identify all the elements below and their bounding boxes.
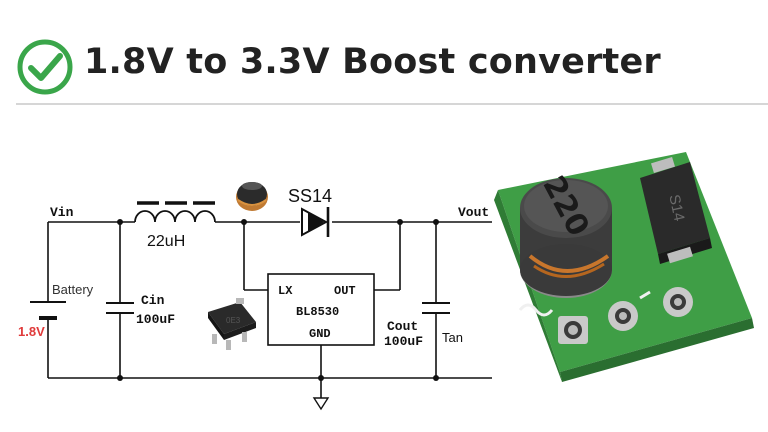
smd-diode: S14 — [640, 157, 712, 264]
diode-marking: S14 — [665, 193, 687, 223]
svg-text:0E3: 0E3 — [226, 316, 241, 325]
bl8530-ic-box — [267, 273, 375, 346]
vout-label: Vout — [458, 205, 489, 220]
sot89-chip-photo: 0E3 — [208, 298, 256, 350]
power-inductor: 220 — [520, 170, 612, 298]
ground-symbol — [312, 397, 330, 411]
battery-symbol — [30, 301, 66, 320]
diode-symbol — [301, 207, 330, 237]
vin-label: Vin — [50, 205, 74, 220]
cin-capacitor-symbol — [106, 302, 134, 314]
cin-name: Cin — [141, 293, 165, 308]
junction-dots — [117, 219, 439, 381]
page-title: 1.8V to 3.3V Boost converter — [84, 42, 661, 82]
boost-converter-schematic: 0E3 Vin Vout Battery 1.8V 22uH SS14 Cin … — [18, 182, 492, 411]
ic-pin-lx: LX — [278, 284, 293, 298]
inductor-photo — [236, 182, 268, 211]
boost-module-photo: 220 S14 — [494, 152, 754, 382]
battery-label: Battery — [52, 282, 94, 297]
ic-pin-gnd: GND — [309, 327, 331, 341]
cout-value: 100uF — [384, 334, 423, 349]
battery-voltage: 1.8V — [18, 324, 45, 339]
diode-label: SS14 — [288, 186, 332, 206]
inductor-symbol — [134, 201, 216, 223]
cin-value: 100uF — [136, 312, 175, 327]
cout-capacitor-symbol — [422, 302, 450, 314]
inductor-value: 22uH — [147, 233, 185, 250]
pcb-pads — [558, 287, 693, 344]
tan-label: Tan — [442, 330, 463, 345]
ic-name: BL8530 — [296, 305, 339, 319]
cout-name: Cout — [387, 319, 418, 334]
checkmark-circle-icon — [17, 39, 73, 95]
title-divider — [16, 103, 768, 105]
ic-pin-out: OUT — [334, 284, 356, 298]
